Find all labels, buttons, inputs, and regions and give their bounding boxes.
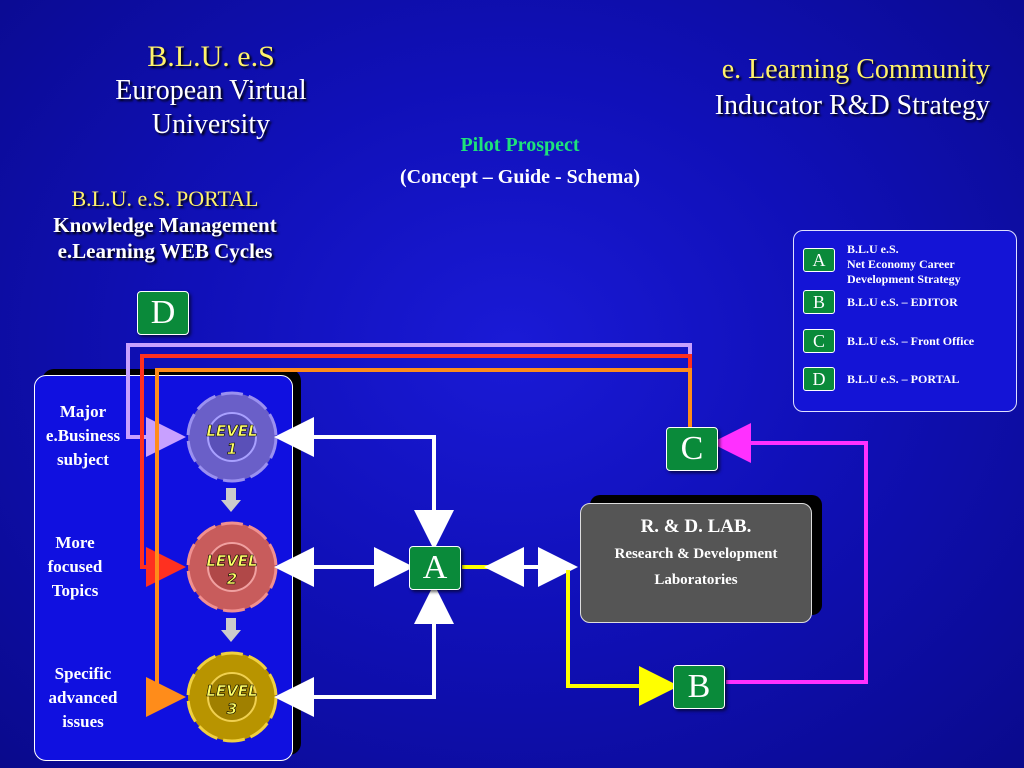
lab-line3: Laboratories [654,572,738,588]
header-left: B.L.U. e.S European Virtual University [96,40,326,142]
level3-subject-line1: Specific [54,664,112,683]
legend-text-a: B.L.U e.S. Net Economy Career Developmen… [847,242,961,287]
level1-subject: Major e.Business subject [33,400,133,472]
legend-text-c: B.L.U e.S. – Front Office [847,334,975,348]
level1-number: 1 [227,440,237,458]
legend-text-b: B.L.U e.S. – EDITOR [847,295,958,309]
header-right-line1: e. Learning Community [721,54,990,85]
level1-ring [186,391,278,483]
line-white-level3-a [274,584,454,717]
header-right-line2: Inducator R&D Strategy [714,90,990,121]
level1-subject-line3: subject [57,450,109,469]
header-left-line1: B.L.U. e.S [147,40,275,73]
level2-subject-line2: focused [47,557,103,576]
level2-label: LEVEL [206,552,257,570]
legend-panel: A B.L.U e.S. Net Economy Career Developm… [793,230,1017,412]
legend-text-a-line1: B.L.U e.S. [847,242,899,256]
level2-ring [186,521,278,613]
level3-number: 3 [227,700,237,718]
line-magenta-b-c [711,423,868,684]
header-left-line3: University [151,109,271,140]
node-b[interactable]: B [673,665,725,709]
line-yellow-lab-b [566,570,679,706]
node-d[interactable]: D [137,291,189,335]
node-a[interactable]: A [409,546,461,590]
header-left-line2: European Virtual [115,75,307,106]
line-orange [146,368,692,717]
legend-letter-b: B [803,290,835,314]
legend-text-d: B.L.U e.S. – PORTAL [847,372,960,386]
pilot-subtitle: (Concept – Guide - Schema) [400,166,640,188]
portal-heading: B.L.U. e.S. PORTAL Knowledge Management … [20,186,310,264]
header-right: e. Learning Community Inducator R&D Stra… [600,52,990,124]
level3-label: LEVEL [206,682,257,700]
down-arrow-icon [221,618,241,642]
legend-text-a-line3: Development Strategy [847,272,961,286]
rd-lab-box: R. & D. LAB. Research & Development Labo… [580,503,812,623]
level2-subject-line1: More [55,533,95,552]
portal-line2: Knowledge Management [53,213,277,237]
level3-subject-line2: advanced [48,688,118,707]
level2-subject: More focused Topics [25,531,125,603]
legend-letter-d: D [803,367,835,391]
line-white-level1-a [274,417,454,550]
level1-subject-line1: Major [59,402,107,421]
legend-letter-a: A [803,248,835,272]
level3-ring [186,651,278,743]
level3-subject-line3: issues [62,712,104,731]
level2-subject-line3: Topics [51,581,99,600]
node-c[interactable]: C [666,427,718,471]
level1-label: LEVEL [206,422,257,440]
level2-number: 2 [227,570,237,588]
legend-letter-c: C [803,329,835,353]
legend-text-a-line2: Net Economy Career [847,257,955,271]
down-arrow-icon [221,488,241,512]
lab-line2: Research & Development [614,546,778,562]
portal-line1: B.L.U. e.S. PORTAL [71,186,259,211]
portal-line3: e.Learning WEB Cycles [57,239,273,263]
level3-subject: Specific advanced issues [33,662,133,734]
pilot-title: Pilot Prospect [460,134,580,156]
lab-title: R. & D. LAB. [640,516,752,537]
level1-subject-line2: e.Business [45,426,121,445]
